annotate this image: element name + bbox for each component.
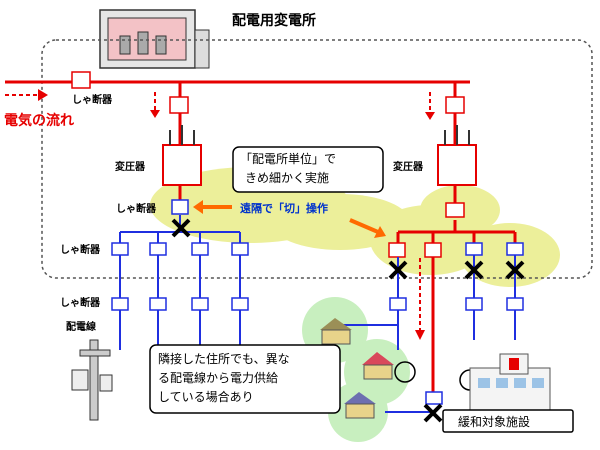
house-icons	[320, 318, 394, 419]
label-line: 配電線	[66, 320, 96, 333]
substation-boundary	[41, 39, 593, 279]
label-breaker-row2: しゃ断器	[60, 296, 101, 309]
label-breaker-mid: しゃ断器	[116, 202, 157, 215]
facility-building	[469, 353, 551, 419]
flow-arrowheads	[38, 89, 435, 340]
label-transformer-left: 変圧器	[115, 160, 146, 173]
cut-marks	[171, 218, 525, 423]
callout-unit-line1: 「配電所単位」で	[240, 151, 336, 166]
callout-adjacent-line1: 隣接した住所でも、異な	[158, 351, 290, 366]
label-remote: 遠隔で「切」操作	[240, 201, 328, 215]
label-transformer-right: 変圧器	[393, 160, 424, 173]
blue-lines	[119, 215, 516, 413]
flow-arrows	[5, 92, 431, 330]
label-breaker-row1: しゃ断器	[60, 243, 101, 256]
callout-adjacent-box	[149, 344, 341, 414]
callout-unit-line2: きめ細かく実施	[245, 170, 329, 185]
label-facility: 緩和対象施設	[458, 414, 530, 429]
label-breaker-top: しゃ断器	[72, 93, 113, 106]
power-pole-icon	[71, 339, 113, 421]
red-breakers	[71, 71, 465, 258]
blue-breakers	[111, 199, 524, 405]
facility-label-box	[442, 409, 574, 433]
substation-building	[99, 9, 210, 69]
callout-adjacent-line2: る配電線から電力供給	[158, 370, 278, 385]
callout-adjacent-line3: している場合あり	[158, 389, 254, 404]
remote-arrows	[193, 200, 386, 238]
label-flow: 電気の流れ	[4, 112, 74, 129]
callout-unit-box	[232, 146, 384, 193]
transformer-left	[162, 125, 202, 186]
diagram-title: 配電用変電所	[232, 12, 316, 29]
highlight-circle-house	[394, 361, 416, 383]
transformer-right	[437, 125, 477, 186]
